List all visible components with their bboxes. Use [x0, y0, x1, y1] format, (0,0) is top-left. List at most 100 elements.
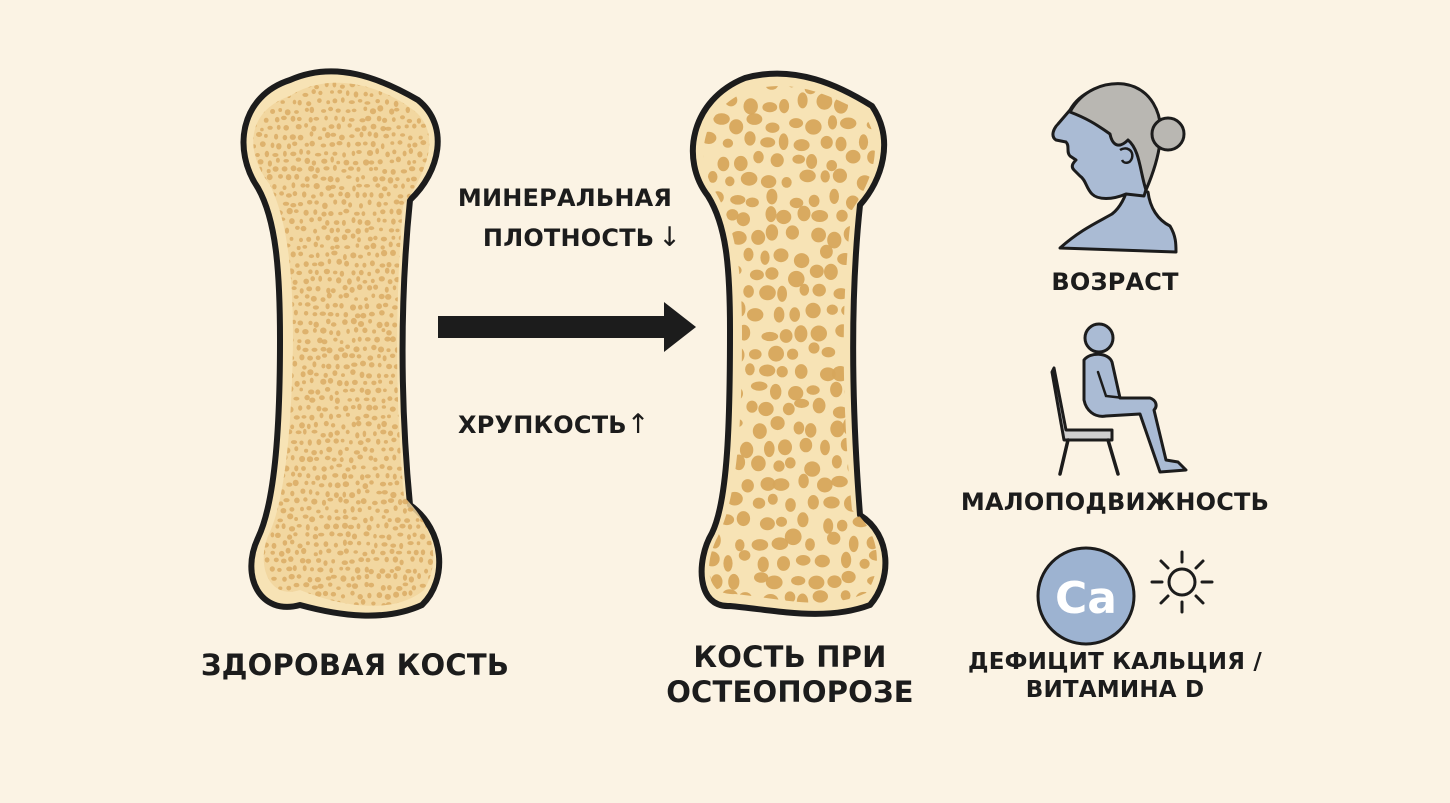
osteoporotic-bone-label: КОСТЬ ПРИ ОСТЕОПОРОЗЕ — [640, 640, 940, 711]
bone-pore — [387, 482, 393, 486]
bone-pore — [305, 524, 310, 531]
bone-pore — [415, 458, 423, 463]
bone-pore — [749, 349, 762, 360]
bone-pore — [358, 254, 363, 259]
bone-pore — [430, 364, 434, 370]
bone-pore — [359, 118, 366, 123]
bone-pore — [327, 277, 332, 282]
bone-pore — [325, 438, 331, 444]
bone-pore — [306, 101, 312, 107]
bone-pore — [773, 306, 785, 323]
bone-pore — [284, 109, 291, 116]
bone-pore — [354, 211, 360, 216]
bone-pore — [434, 609, 438, 613]
bone-pore — [319, 395, 325, 401]
bone-pore — [395, 156, 401, 163]
bone-pore — [407, 507, 414, 512]
bone-pore — [303, 311, 309, 316]
bone-pore — [387, 177, 394, 184]
bone-pore — [310, 276, 316, 282]
bone-pore — [338, 191, 343, 197]
bone-pore — [264, 150, 270, 158]
bone-pore — [330, 245, 335, 250]
bone-pore — [336, 277, 342, 284]
bone-pore — [345, 531, 351, 538]
bone-pore — [301, 415, 307, 419]
bone-pore — [364, 388, 371, 396]
bone-pore — [335, 177, 340, 183]
bone-pore — [318, 90, 323, 96]
bone-pore — [351, 583, 359, 589]
bone-pore — [351, 421, 357, 428]
bone-pore — [363, 397, 370, 402]
bone-pore — [334, 244, 340, 249]
bone-pore — [353, 550, 359, 554]
bone-pore — [438, 414, 442, 420]
bone-pore — [308, 269, 313, 275]
bone-pore — [368, 568, 374, 575]
bone-pore — [380, 143, 385, 150]
bone-pore — [356, 488, 361, 495]
bone-pore — [739, 441, 754, 459]
bone-pore — [321, 211, 327, 217]
bone-pore — [794, 398, 810, 408]
bone-pore — [840, 590, 851, 601]
bone-pore — [364, 219, 371, 226]
bone-pore — [307, 200, 313, 205]
bone-pore — [805, 302, 821, 319]
bone-pore — [330, 423, 336, 428]
bone-pore — [411, 585, 417, 591]
bone-pore — [383, 388, 387, 393]
bone-pore — [355, 176, 360, 183]
bone-pore — [348, 474, 354, 479]
bone-pore — [743, 98, 758, 115]
bone-pore — [346, 328, 350, 334]
bone-pore — [271, 372, 277, 377]
bone-pore — [419, 533, 426, 540]
bone-pore — [283, 125, 290, 131]
bone-pore — [367, 506, 372, 510]
bone-pore — [351, 108, 357, 113]
bone-pore — [253, 423, 254, 428]
bone-pore — [342, 152, 346, 158]
bone-pore — [253, 601, 256, 606]
bone-pore — [337, 89, 343, 94]
inactivity-label: МАЛОПОДВИЖНОСТЬ — [960, 488, 1270, 516]
bone-pore — [272, 166, 279, 172]
bone-pore — [776, 516, 787, 527]
bone-pore — [340, 594, 346, 599]
bone-pore — [362, 551, 368, 557]
bone-pore — [256, 132, 263, 137]
bone-pore — [333, 523, 339, 530]
bone-pore — [409, 251, 416, 257]
bone-pore — [428, 260, 434, 266]
bone-pore — [302, 514, 309, 519]
bone-pore — [312, 534, 319, 540]
bone-pore — [351, 362, 358, 367]
bone-pore — [434, 269, 440, 275]
bone-pore — [255, 235, 260, 240]
bone-pore — [410, 83, 417, 90]
bone-pore — [415, 287, 421, 294]
bone-pore — [314, 152, 322, 157]
bone-pore — [311, 347, 318, 352]
bone-pore — [808, 342, 820, 354]
bone-pore — [386, 330, 392, 336]
bone-pore — [325, 303, 330, 310]
bone-pore — [311, 125, 317, 132]
bone-pore — [336, 330, 341, 337]
bone-pore — [292, 191, 298, 197]
bone-pore — [367, 285, 373, 291]
bone-pore — [315, 252, 320, 259]
bone-pore — [388, 380, 394, 385]
bone-pore — [314, 200, 319, 205]
bone-pore — [379, 464, 385, 469]
bone-pore — [257, 159, 264, 165]
bone-pore — [327, 497, 334, 502]
bone-pore — [296, 116, 302, 122]
bone-pore — [812, 397, 826, 414]
bone-pore — [356, 420, 362, 427]
bone-pore — [379, 481, 387, 487]
bone-pore — [260, 347, 264, 352]
bone-pore — [351, 337, 356, 343]
